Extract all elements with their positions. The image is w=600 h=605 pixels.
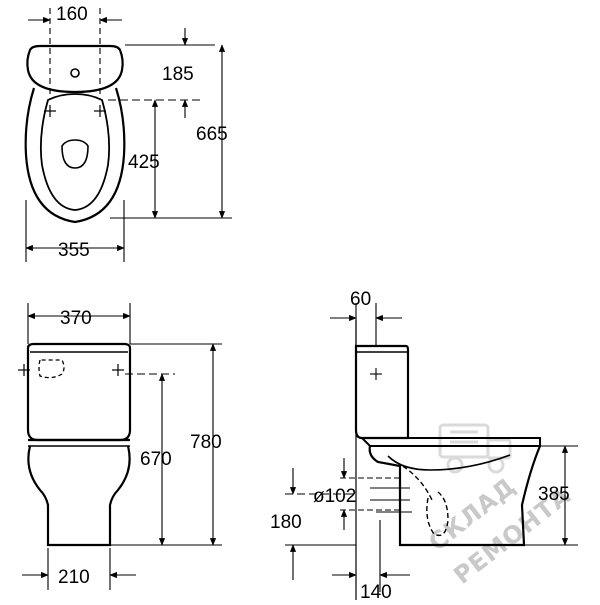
top-view-bowl bbox=[24, 87, 126, 224]
top-view bbox=[24, 44, 126, 224]
dim-bolt-spacing: 160 bbox=[56, 4, 88, 25]
top-view-bowl-hole bbox=[61, 139, 89, 169]
front-view bbox=[26, 342, 132, 547]
side-view-bowl bbox=[368, 445, 542, 547]
dim-tank-bottom-height: 670 bbox=[140, 449, 172, 470]
dim-tank-width: 370 bbox=[60, 308, 92, 329]
top-view-dim-lines bbox=[25, 8, 232, 262]
dim-total-length: 665 bbox=[196, 124, 228, 145]
top-view-bolt-marks bbox=[44, 105, 106, 117]
dim-wall-gap: 60 bbox=[350, 289, 371, 310]
dim-total-height: 780 bbox=[190, 432, 222, 453]
dim-base-width: 210 bbox=[58, 567, 90, 588]
dim-outlet-distance: 140 bbox=[360, 582, 392, 600]
top-view-tank bbox=[26, 44, 124, 94]
side-view-tank bbox=[354, 344, 410, 440]
dim-outlet-diameter: ø102 bbox=[313, 486, 356, 507]
dim-outlet-height: 180 bbox=[270, 512, 302, 533]
top-view-bowl-rim bbox=[39, 93, 111, 211]
front-view-bowl bbox=[27, 445, 131, 547]
front-view-tank bbox=[26, 342, 132, 442]
dim-seat-height: 385 bbox=[538, 484, 570, 505]
front-view-dim-lines bbox=[22, 303, 222, 590]
flush-button-icon bbox=[70, 68, 80, 78]
dim-tank-depth: 185 bbox=[162, 64, 194, 85]
dim-bowl-hole-distance: 425 bbox=[128, 152, 160, 173]
side-view bbox=[354, 320, 542, 600]
dim-bowl-width: 355 bbox=[58, 240, 90, 261]
front-view-bolt-marks bbox=[18, 359, 124, 379]
side-view-dim-lines bbox=[285, 303, 578, 592]
watermark-truck-icon bbox=[438, 423, 512, 474]
